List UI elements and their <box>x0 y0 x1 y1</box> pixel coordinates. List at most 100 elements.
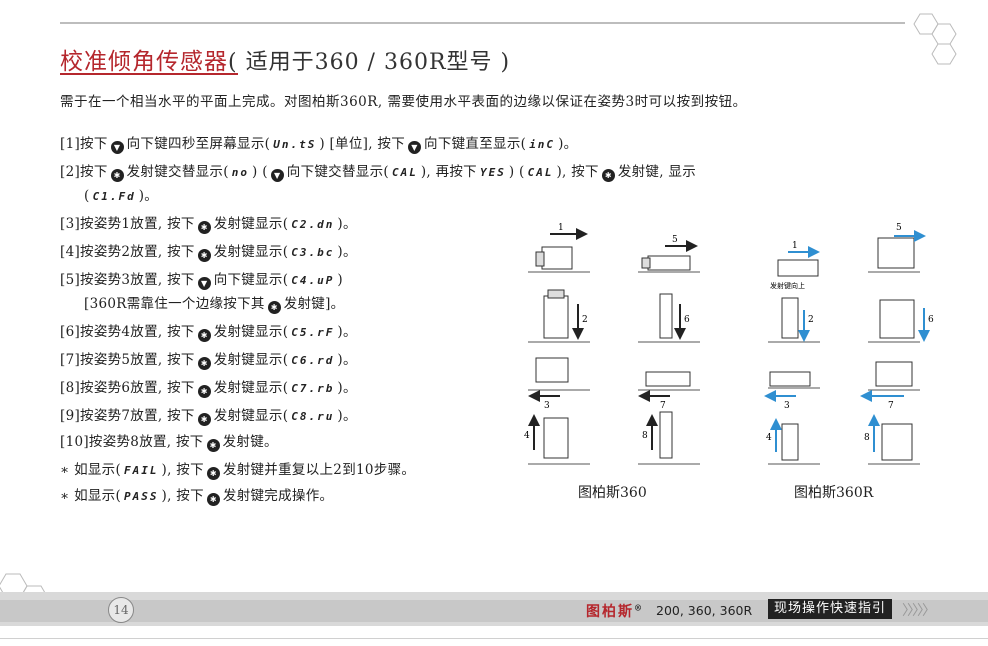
lcd-readout: CAL <box>391 166 418 179</box>
step-text: 向下键交替显示( <box>286 164 389 180</box>
pose-7-device <box>638 371 700 391</box>
lcd-readout: C4.uP <box>291 274 335 287</box>
step-text: [3]按姿势1放置, 按下 <box>60 216 195 232</box>
step-text: [10]按姿势8放置, 按下 <box>60 434 204 450</box>
pose-8-device <box>638 411 700 465</box>
step-text: ) <box>337 272 343 288</box>
step-text: 发射键显示( <box>213 352 289 368</box>
footer-brand: 图柏斯® <box>586 601 644 621</box>
footer-models: 200, 360, 360R <box>656 603 753 618</box>
r-pose-1-label: 1 <box>792 241 798 251</box>
step-text: 发射键交替显示( <box>126 164 229 180</box>
lcd-readout: CAL <box>527 166 554 179</box>
step-text: ), 再按下 <box>420 164 477 180</box>
step-text: 向下键直至显示( <box>424 136 527 152</box>
lcd-readout: C6.rd <box>291 354 335 367</box>
step-text: [6]按姿势4放置, 按下 <box>60 324 195 340</box>
pose-6-device <box>638 293 700 343</box>
title-sub: ( 适用于360 / 360R型号 ) <box>228 50 511 75</box>
step-12: ∗ 如显示(FAIL), 按下✱发射键并重复以上2到10步骤。 <box>60 458 415 480</box>
step-text: ∗ 如显示( <box>60 488 122 504</box>
step-text: ), 按下 <box>556 164 599 180</box>
footer-guide: 现场操作快速指引 <box>768 599 893 619</box>
intro-text: 需于在一个相当水平的平面上完成。对图柏斯360R, 需要使用水平表面的边缘以保证… <box>60 94 747 110</box>
step-text: )。 <box>337 324 357 340</box>
step-text: 发射键完成操作。 <box>222 488 334 504</box>
step-text: 发射键并重复以上2到10步骤。 <box>222 462 416 478</box>
step-6: [360R需靠住一个边缘按下其✱发射键]。 <box>84 292 344 314</box>
lcd-readout: no <box>231 166 250 179</box>
step-text: 发射键。 <box>222 434 278 450</box>
fire-key-icon: ✱ <box>197 249 211 262</box>
r-pose-2-device <box>768 297 820 343</box>
pose-1-label: 1 <box>558 223 564 233</box>
step-2: (C1.Fd)。 <box>84 184 158 204</box>
step-text: [7]按姿势5放置, 按下 <box>60 352 195 368</box>
fire-key-icon: ✱ <box>601 169 615 182</box>
step-text: ) ( <box>252 164 268 180</box>
title-underline <box>60 73 238 75</box>
r-pose-8-label: 8 <box>864 433 870 443</box>
step-text: 向下键四秒至屏幕显示( <box>126 136 271 152</box>
step-10: [9]按姿势7放置, 按下✱发射键显示(C8.ru)。 <box>60 404 357 426</box>
step-text: ( <box>84 188 90 204</box>
step-text: [8]按姿势6放置, 按下 <box>60 380 195 396</box>
step-text: 发射键显示( <box>213 408 289 424</box>
title-main: 校准倾角传感器 <box>60 49 228 75</box>
down-key-icon: ▼ <box>270 169 284 182</box>
r-pose-7-device <box>868 361 920 391</box>
page-title: 校准倾角传感器( 适用于360 / 360R型号 ) <box>60 42 510 76</box>
fire-key-icon: ✱ <box>197 413 211 426</box>
r-pose-7-label: 7 <box>888 401 894 411</box>
fire-key-icon: ✱ <box>197 357 211 370</box>
step-text: [4]按姿势2放置, 按下 <box>60 244 195 260</box>
pose-3-device <box>528 357 590 391</box>
chevron-right-icon: 〉〉〉〉〉 <box>902 603 936 619</box>
lcd-readout: YES <box>479 166 506 179</box>
pose-4-label: 4 <box>524 431 530 441</box>
step-text: [360R需靠住一个边缘按下其 <box>84 296 265 312</box>
fire-key-icon: ✱ <box>197 329 211 342</box>
lcd-readout: C2.dn <box>291 218 335 231</box>
step-text: 发射键显示( <box>213 380 289 396</box>
r-pose-1-device <box>777 259 819 277</box>
fire-key-icon: ✱ <box>110 169 124 182</box>
pose-4-device <box>528 417 590 465</box>
step-0: [1]按下▼向下键四秒至屏幕显示(Un.tS) [单位], 按下▼向下键直至显示… <box>60 132 577 154</box>
step-4: [4]按姿势2放置, 按下✱发射键显示(C3.bc)。 <box>60 240 357 262</box>
registered-mark: ® <box>634 602 644 613</box>
r-pose-4-device <box>768 423 820 465</box>
r-pose-6-device <box>868 299 920 343</box>
lcd-readout: C3.bc <box>291 246 335 259</box>
r-pose-3-device <box>768 371 820 389</box>
step-7: [6]按姿势4放置, 按下✱发射键显示(C5.rF)。 <box>60 320 357 342</box>
pose-5-label: 5 <box>672 235 678 245</box>
r-pose-5-device <box>868 237 920 273</box>
caption-360r: 图柏斯360R <box>794 485 874 501</box>
step-text: 发射键显示( <box>213 216 289 232</box>
r-pose-5-label: 5 <box>896 223 902 233</box>
pose-8-label: 8 <box>642 431 648 441</box>
header-rule <box>60 22 905 24</box>
caption-360: 图柏斯360 <box>578 485 647 501</box>
pose-5-device <box>638 255 700 273</box>
step-3: [3]按姿势1放置, 按下✱发射键显示(C2.dn)。 <box>60 212 357 234</box>
pose-6-label: 6 <box>684 315 690 325</box>
fire-key-icon: ✱ <box>206 467 220 480</box>
brand-name: 图柏斯 <box>586 604 634 620</box>
step-text: )。 <box>337 380 357 396</box>
pose-2-device <box>528 289 590 343</box>
step-text: 发射键显示( <box>213 324 289 340</box>
fire-button-up-label: 发射键向上 <box>770 281 805 290</box>
step-text: )。 <box>337 408 357 424</box>
lcd-readout: Un.tS <box>273 138 317 151</box>
pose-diagrams: 1 5 2 6 3 7 4 8 <box>524 223 934 465</box>
fire-key-icon: ✱ <box>206 439 220 452</box>
lcd-readout: C1.Fd <box>92 190 136 203</box>
page-number: 14 <box>108 597 134 623</box>
r-pose-3-label: 3 <box>784 401 790 411</box>
r-pose-4-label: 4 <box>766 433 772 443</box>
r-pose-6-label: 6 <box>928 315 934 325</box>
down-key-icon: ▼ <box>197 277 211 290</box>
